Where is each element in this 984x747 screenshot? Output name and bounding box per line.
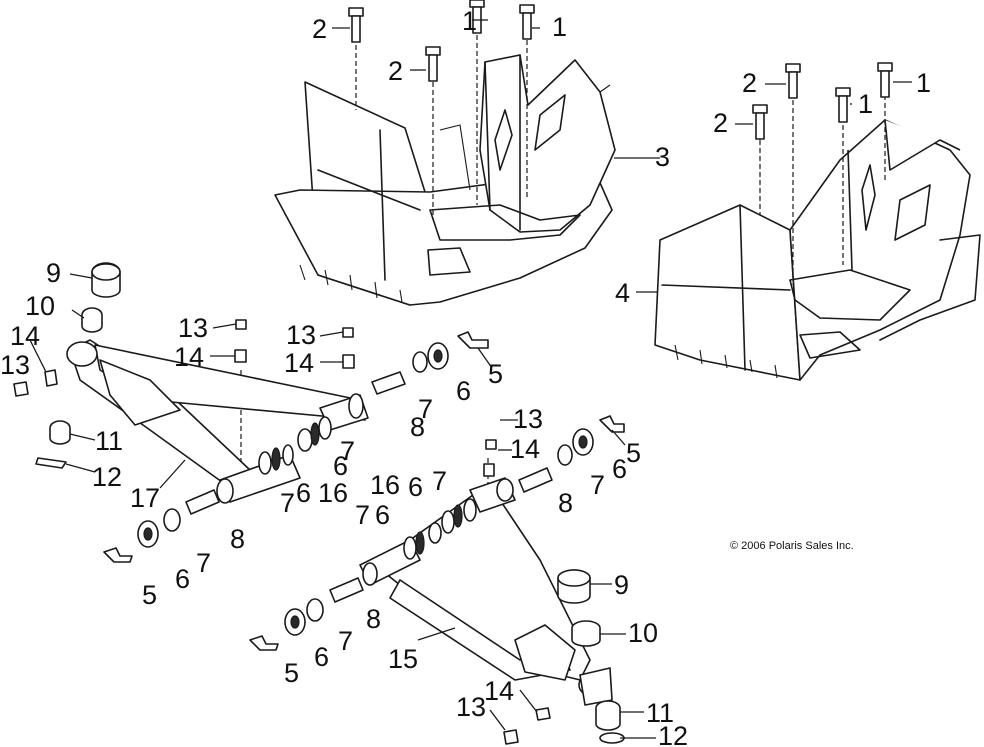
callout-6e: 6 (612, 454, 627, 484)
callout-12a: 12 (92, 462, 122, 492)
small-parts (13, 262, 625, 745)
callout-17: 17 (130, 483, 160, 513)
callout-10b: 10 (628, 618, 658, 648)
callout-5c: 5 (626, 438, 641, 468)
callout-3: 3 (655, 142, 670, 172)
copyright-notice: © 2006 Polaris Sales Inc. (730, 540, 854, 552)
footwell-left (274, 54, 616, 306)
callout-11a: 11 (95, 426, 123, 456)
footwell-right (654, 119, 981, 381)
leader-lines (29, 19, 912, 739)
callout-2c: 2 (742, 68, 757, 98)
bolt-1d (877, 62, 893, 98)
callout-6a: 6 (456, 376, 471, 406)
a-arm-upper (66, 339, 369, 504)
callout-14c: 14 (284, 348, 314, 378)
callout-7a: 7 (418, 394, 433, 424)
bolt-2c (785, 63, 801, 99)
callout-9a: 9 (46, 258, 61, 288)
bolt-1b (519, 4, 535, 40)
callout-labels: 2 2 1 1 3 2 2 1 1 4 9 10 14 13 13 14 13 … (0, 6, 931, 747)
callout-4: 4 (615, 278, 630, 308)
callout-14b: 14 (174, 342, 204, 372)
callout-7b: 7 (340, 436, 355, 466)
callout-7c: 7 (280, 488, 295, 518)
callout-2a: 2 (312, 14, 327, 44)
callout-1d: 1 (916, 68, 931, 98)
callout-14d: 14 (510, 434, 540, 464)
bolt-2b (425, 46, 441, 82)
callout-1a: 1 (462, 6, 477, 36)
bushings (258, 416, 477, 560)
callout-13e: 13 (456, 692, 486, 722)
callout-6b: 6 (333, 451, 348, 481)
callout-13b: 13 (178, 313, 208, 343)
callout-1b: 1 (552, 12, 567, 42)
callout-5b: 5 (142, 580, 157, 610)
bolt-1c (835, 87, 851, 123)
callout-8a: 8 (410, 412, 425, 442)
callout-11b: 11 (646, 698, 674, 728)
callout-7h: 7 (338, 626, 353, 656)
callout-8c: 8 (558, 488, 573, 518)
callout-5d: 5 (284, 658, 299, 688)
callout-7f: 7 (432, 466, 447, 496)
callout-8b: 8 (230, 524, 245, 554)
washers-and-bolts (103, 331, 625, 651)
callout-9b: 9 (614, 570, 629, 600)
callout-6g: 6 (375, 500, 390, 530)
tubes (185, 371, 553, 603)
callout-14e: 14 (484, 676, 514, 706)
callout-7d: 7 (196, 548, 211, 578)
bolt-2a (348, 7, 364, 43)
callout-1c: 1 (858, 89, 873, 119)
callout-7g: 7 (355, 500, 370, 530)
callout-15: 15 (388, 644, 418, 674)
callout-14a: 14 (10, 321, 40, 351)
callout-6f: 6 (408, 472, 423, 502)
callout-2d: 2 (713, 108, 728, 138)
callout-6h: 6 (314, 642, 329, 672)
callout-13a: 13 (0, 350, 30, 380)
callout-8d: 8 (366, 604, 381, 634)
callout-16b: 16 (370, 470, 400, 500)
a-arm-lower (359, 477, 613, 706)
callout-6d: 6 (175, 564, 190, 594)
callout-6c: 6 (296, 478, 311, 508)
callout-5a: 5 (488, 359, 503, 389)
callout-13d: 13 (513, 404, 543, 434)
bolts (348, 0, 893, 140)
callout-2b: 2 (388, 56, 403, 86)
callout-13c: 13 (286, 320, 316, 350)
callout-10a: 10 (25, 291, 55, 321)
callout-16a: 16 (318, 478, 348, 508)
callout-12b: 12 (658, 721, 688, 747)
bolt-2d (752, 104, 768, 140)
callout-7e: 7 (590, 470, 605, 500)
